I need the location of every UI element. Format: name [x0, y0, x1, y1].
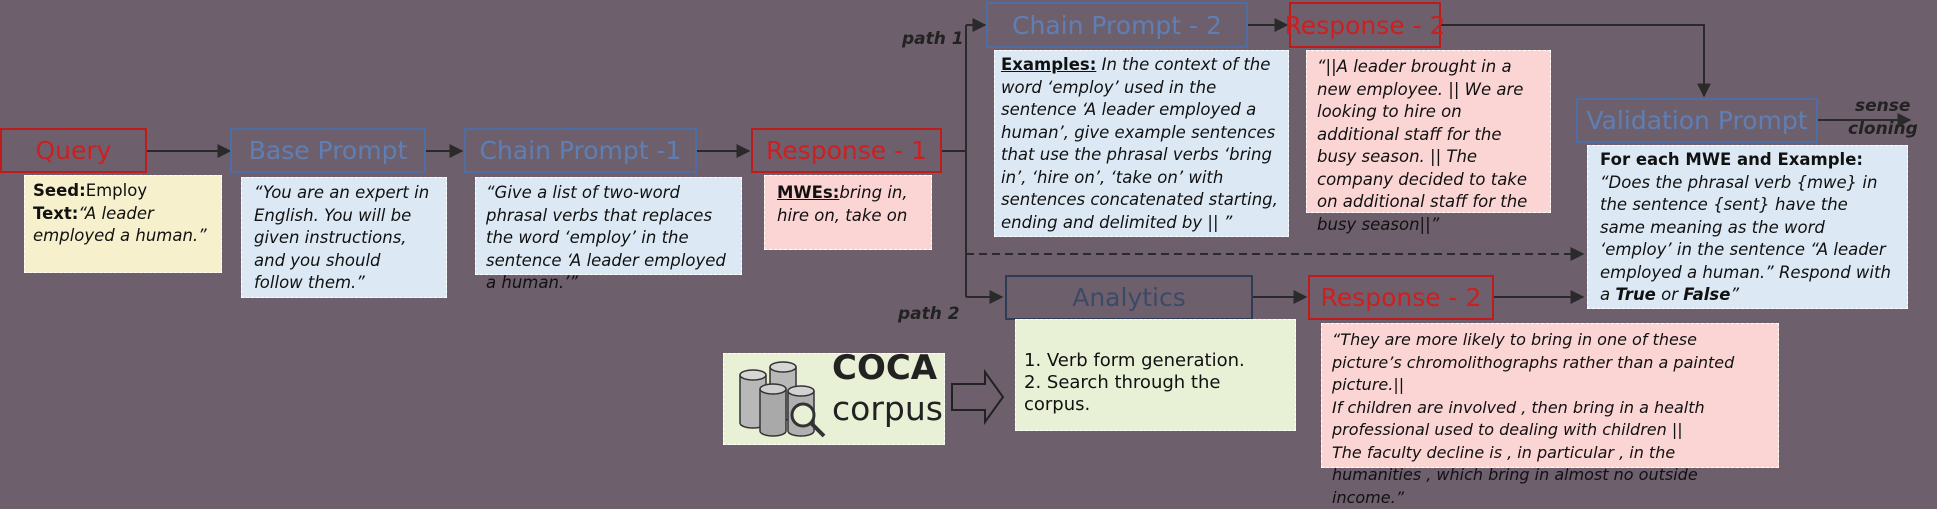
sense-label: sense	[1855, 96, 1910, 116]
seed-value: Employ	[86, 181, 147, 200]
response-2-sentence-3: The faculty decline is , in particular ,…	[1332, 442, 1768, 509]
validation-close: ”	[1730, 285, 1739, 304]
coca-title: COCA	[832, 357, 937, 380]
analytics-note: 1. Verb form generation. 2. Search throu…	[1015, 319, 1296, 431]
coca-corpus-box: COCA corpus	[723, 353, 945, 445]
seed-label: Seed:	[33, 181, 86, 200]
response-1-note: MWEs:bring in, hire on, take on	[764, 175, 932, 250]
analytics-step-1: 1. Verb form generation.	[1024, 350, 1287, 372]
validation-or: or	[1656, 285, 1683, 304]
validation-heading: For each MWE and Example:	[1600, 150, 1863, 169]
response-2-sentence-1: “They are more likely to bring in one of…	[1332, 329, 1768, 397]
response-2-bottom-note: “They are more likely to bring in one of…	[1321, 323, 1779, 468]
coca-subtitle: corpus	[832, 398, 943, 421]
response-2-top-note: “||A leader brought in a new employee. |…	[1306, 50, 1551, 213]
analytics-node: Analytics	[1005, 275, 1253, 320]
validation-false: False	[1683, 285, 1730, 304]
hollow-arrow-coca	[952, 372, 1003, 422]
response-2-sentence-2: If children are involved , then bring in…	[1332, 397, 1768, 442]
cloning-label: cloning	[1848, 119, 1918, 139]
validation-prompt-node: Validation Prompt	[1576, 98, 1818, 143]
mwes-label: MWEs:	[777, 183, 839, 202]
base-prompt-note: “You are an expert in English. You will …	[241, 177, 447, 298]
database-icon	[732, 357, 832, 443]
chain-prompt-2-node: Chain Prompt - 2	[986, 2, 1248, 48]
response-2-top-node: Response - 2	[1289, 2, 1441, 48]
response-1-node: Response - 1	[751, 128, 942, 173]
chain-prompt-1-note: “Give a list of two-word phrasal verbs t…	[475, 177, 742, 275]
response-2-bottom-node: Response - 2	[1308, 275, 1494, 320]
query-note: Seed:Employ Text:“A leader employed a hu…	[24, 175, 222, 273]
query-node: Query	[0, 128, 147, 173]
chain-prompt-1-node: Chain Prompt -1	[464, 128, 697, 173]
text-label: Text:	[33, 204, 78, 223]
analytics-step-2: 2. Search through the corpus.	[1024, 372, 1287, 416]
path-1-label: path 1	[902, 29, 964, 49]
validation-true: True	[1615, 285, 1656, 304]
examples-value: In the context of the word ‘employ’ used…	[1001, 55, 1278, 232]
examples-label: Examples:	[1001, 55, 1096, 74]
validation-note: For each MWE and Example: “Does the phra…	[1587, 145, 1908, 309]
base-prompt-node: Base Prompt	[230, 128, 426, 173]
chain-prompt-2-note: Examples: In the context of the word ‘em…	[994, 50, 1289, 237]
path-2-label: path 2	[898, 304, 960, 324]
